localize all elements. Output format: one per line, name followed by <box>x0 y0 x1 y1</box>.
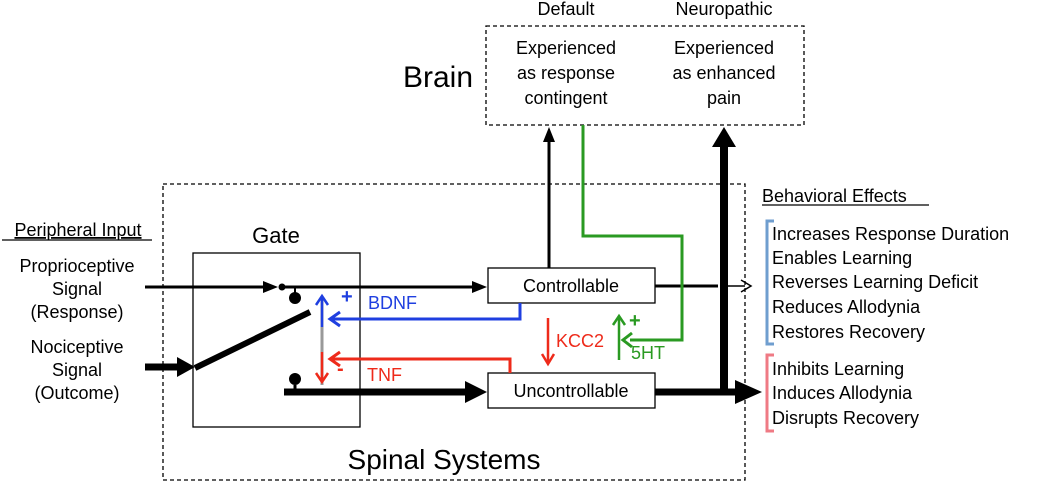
bdnf-sign: + <box>341 286 353 308</box>
controllable-effects-list: Increases Response Duration Enables Lear… <box>772 224 1009 342</box>
default-heading: Default <box>537 0 594 19</box>
effect-item: Increases Response Duration <box>772 224 1009 244</box>
serotonin-sign: + <box>629 310 641 332</box>
svg-text:Nociceptive: Nociceptive <box>30 337 123 357</box>
svg-text:Signal: Signal <box>52 279 102 299</box>
svg-text:Proprioceptive: Proprioceptive <box>19 256 134 276</box>
proprioceptive-arrowhead <box>263 281 278 293</box>
svg-text:as response: as response <box>517 63 615 83</box>
uncontrollable-label: Uncontrollable <box>513 381 628 401</box>
controllable-to-effects-arrowhead <box>740 279 753 293</box>
tnf-label: TNF <box>367 365 402 385</box>
controllable-effects-bracket <box>765 219 774 346</box>
brain-label: Brain <box>403 61 473 94</box>
effect-item: Inhibits Learning <box>772 359 904 379</box>
kcc2-arrowhead <box>540 353 556 367</box>
nociceptive-arrowhead <box>177 357 195 377</box>
gate-box <box>192 252 361 428</box>
controllable-box <box>487 267 656 304</box>
serotonin-label: 5HT <box>631 343 665 363</box>
uncontrollable-effects-list: Inhibits Learning Induces Allodynia Disr… <box>772 359 919 428</box>
uncontrollable-arrowhead <box>465 381 487 403</box>
svg-text:as enhanced: as enhanced <box>672 63 775 83</box>
svg-text:contingent: contingent <box>524 88 607 108</box>
upper-terminal-knob <box>289 292 301 304</box>
neuropathic-description: Experienced as enhanced pain <box>672 38 775 108</box>
effect-item: Disrupts Recovery <box>772 408 919 428</box>
behavioral-effects-heading: Behavioral Effects <box>762 186 907 206</box>
serotonin-arrowhead <box>620 331 633 349</box>
effect-item: Induces Allodynia <box>772 383 913 403</box>
effect-item: Restores Recovery <box>772 322 925 342</box>
uncontrollable-box <box>487 372 656 409</box>
uncontrollable-to-effects-arrowhead <box>735 380 762 404</box>
proprioceptive-signal-label: Proprioceptive Signal (Response) <box>19 256 134 322</box>
brain-box <box>485 25 805 126</box>
svg-text:pain: pain <box>707 88 741 108</box>
tnf-down-arrowhead <box>314 372 330 385</box>
bdnf-up-arrowhead <box>314 293 330 306</box>
kcc2-label: KCC2 <box>556 331 604 351</box>
spinal-systems-label: Spinal Systems <box>348 444 541 475</box>
tnf-arrowhead <box>327 350 341 368</box>
tnf-pathway-line <box>332 357 512 373</box>
lower-terminal-knob <box>289 373 301 385</box>
svg-text:Experienced: Experienced <box>516 38 616 58</box>
default-description: Experienced as response contingent <box>516 38 616 108</box>
effect-item: Reverses Learning Deficit <box>772 272 978 292</box>
svg-text:Experienced: Experienced <box>674 38 774 58</box>
gate-label: Gate <box>252 223 300 248</box>
neuropathic-heading: Neuropathic <box>675 0 772 19</box>
uncontrollable-effects-bracket <box>765 353 774 433</box>
controllable-arrowhead <box>472 281 487 293</box>
serotonin-up-arrowhead <box>611 313 627 326</box>
controllable-label: Controllable <box>523 276 619 296</box>
bdnf-pathway-line <box>332 303 522 321</box>
uncontrollable-to-brain-arrowhead <box>712 127 736 147</box>
effect-item: Reduces Allodynia <box>772 297 921 317</box>
nociceptive-signal-label: Nociceptive Signal (Outcome) <box>30 337 123 403</box>
spinal-systems-box <box>162 183 746 481</box>
controllable-to-brain-arrowhead <box>543 127 555 142</box>
peripheral-input-heading: Peripheral Input <box>14 220 141 240</box>
serotonin-pathway-line <box>581 125 684 342</box>
bdnf-arrowhead <box>327 310 341 328</box>
svg-text:(Outcome): (Outcome) <box>34 383 119 403</box>
svg-text:Signal: Signal <box>52 360 102 380</box>
gate-switch <box>193 309 312 371</box>
tnf-sign: - <box>337 358 344 380</box>
svg-text:(Response): (Response) <box>30 302 123 322</box>
effect-item: Enables Learning <box>772 248 912 268</box>
bdnf-label: BDNF <box>368 293 417 313</box>
